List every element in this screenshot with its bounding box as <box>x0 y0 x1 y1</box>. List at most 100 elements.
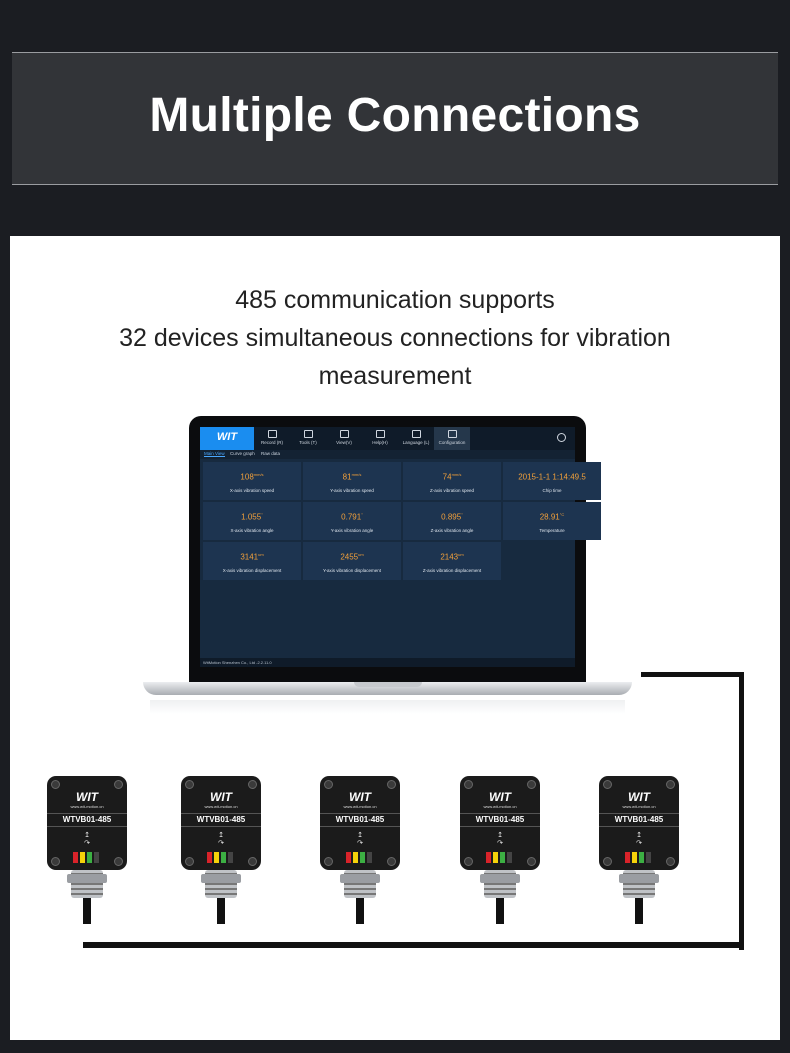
menu-item-0[interactable]: Record (R) <box>254 427 290 450</box>
sensor-cable <box>635 898 643 924</box>
reading-label: Y-axis vibration displacement <box>322 568 382 573</box>
mount-hole <box>324 857 333 866</box>
mount-hole <box>324 780 333 789</box>
reading-number: 2015-1-1 1:14:49.5 <box>518 472 586 482</box>
reading-number: 108 <box>240 472 254 482</box>
wire-vcc-indicator <box>346 852 351 863</box>
wire-b-indicator <box>639 852 644 863</box>
reading-number: 1.055 <box>241 512 262 522</box>
reading-label: Z-axis vibration angle <box>430 528 474 533</box>
reading-value: 28.91°C <box>503 512 601 522</box>
sensor-url: www.wit-motion.cn <box>622 804 656 809</box>
sensor-model: WTVB01-485 <box>599 813 679 827</box>
status-footer: WitMotion Shenzhen Co., Ltd -2.2.11.0 <box>200 658 575 667</box>
sensor-model: WTVB01-485 <box>460 813 540 827</box>
reading-unit: °C <box>559 512 565 517</box>
menu-item-2[interactable]: View(V) <box>326 427 362 450</box>
bus-cable-riser <box>739 672 744 950</box>
sensor-logo: WIT <box>76 790 98 804</box>
wire-a-indicator <box>632 852 637 863</box>
reading-unit: um <box>458 552 464 557</box>
sensor-cable <box>496 898 504 924</box>
wire-vcc-indicator <box>207 852 212 863</box>
tab-main-view[interactable]: Main View <box>204 451 225 457</box>
sensor-url: www.wit-motion.cn <box>343 804 377 809</box>
cube-icon <box>375 430 385 438</box>
reading-number: 81 <box>342 472 352 482</box>
sensor-cable <box>83 898 91 924</box>
wire-b-indicator <box>360 852 365 863</box>
axis-icon: ↥↷ <box>497 832 503 847</box>
menu-item-5[interactable]: Configuration <box>434 427 470 450</box>
wire-gnd-indicator <box>646 852 651 863</box>
sensor-logo: WIT <box>628 790 650 804</box>
laptop-screen: WIT Record (R) Tools (T) View(V)Help(H)Lan… <box>200 427 601 667</box>
mount-hole <box>603 780 612 789</box>
mount-hole <box>387 857 396 866</box>
reading-number: 0.791 <box>341 512 362 522</box>
chat-icon <box>411 430 421 438</box>
reading-value: 2455um <box>303 552 401 562</box>
laptop-reflection <box>150 700 625 714</box>
reading-value: 3141um <box>203 552 301 562</box>
menu-item-4[interactable]: Language (L) <box>398 427 434 450</box>
reading-value: 2015-1-1 1:14:49.5 <box>503 472 601 482</box>
mount-hole <box>248 857 257 866</box>
mount-hole <box>666 780 675 789</box>
sensor-model: WTVB01-485 <box>47 813 127 827</box>
sensor-url: www.wit-motion.cn <box>204 804 238 809</box>
app-logo: WIT <box>200 427 254 450</box>
reading-unit: ° <box>461 512 463 517</box>
description-line-2: 32 devices simultaneous connections for … <box>119 324 671 352</box>
sensor-model: WTVB01-485 <box>320 813 400 827</box>
reading-value: 1.055° <box>203 512 301 522</box>
wire-b-indicator <box>87 852 92 863</box>
wire-a-indicator <box>493 852 498 863</box>
reading-number: 0.895 <box>441 512 462 522</box>
wire-gnd-indicator <box>94 852 99 863</box>
reading-label: Temperature <box>539 528 565 533</box>
mount-hole <box>527 780 536 789</box>
reading-label: X-axis vibration displacement <box>222 568 282 573</box>
sensor-cable <box>356 898 364 924</box>
mount-hole <box>666 857 675 866</box>
reading-unit: mm/s <box>351 472 362 477</box>
reading-cell: 1.055°X-axis vibration angle <box>203 502 301 540</box>
tab-raw-data[interactable]: Raw data <box>261 451 281 456</box>
reading-cell: 28.91°C Temperature <box>503 502 601 540</box>
menu-item-1[interactable]: Tools (T) <box>290 427 326 450</box>
document-icon <box>267 430 277 438</box>
reading-value: 108mm/s <box>203 472 301 482</box>
tab-curve-graph[interactable]: Curve graph <box>230 451 255 456</box>
wire-vcc-indicator <box>73 852 78 863</box>
toolbox-icon <box>303 430 313 438</box>
minimize-icon[interactable] <box>557 433 566 442</box>
sensor-url: www.wit-motion.cn <box>483 804 517 809</box>
gland-nut <box>67 874 107 883</box>
mount-hole <box>114 780 123 789</box>
menu-item-label: Tools (T) <box>299 440 317 445</box>
mount-hole <box>51 780 60 789</box>
wire-vcc-indicator <box>486 852 491 863</box>
reading-label: Y-axis vibration angle <box>330 528 374 533</box>
reading-value: 74mm/s <box>403 472 501 482</box>
reading-number: 3141 <box>240 552 259 562</box>
reading-label: Z-axis vibration displacement <box>422 568 482 573</box>
mount-hole <box>464 780 473 789</box>
reading-value: 0.895° <box>403 512 501 522</box>
menu-item-3[interactable]: Help(H) <box>362 427 398 450</box>
reading-label: Y-axis vibration speed <box>330 488 374 493</box>
sensor-logo: WIT <box>210 790 232 804</box>
